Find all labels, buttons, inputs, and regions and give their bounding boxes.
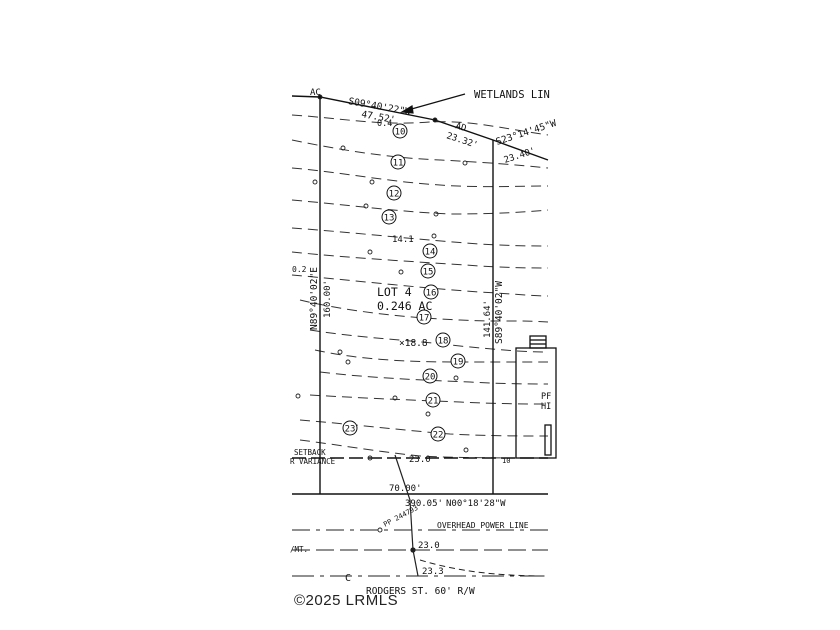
contour-circle (381, 209, 397, 225)
spot-18-8: ×18.8 (399, 338, 428, 349)
centerline-label: C (345, 573, 351, 584)
bearing-top-right: S23°14'45"W (495, 118, 559, 148)
contour-elevation-label: 19 (453, 358, 464, 368)
spot-0-4: 0.4 (377, 119, 392, 129)
variance-label: R VARIANCE (290, 457, 336, 466)
spot-14-1: 14.1 (392, 235, 414, 245)
contour-circle (386, 185, 402, 201)
bearing-left: N89°40'02"E (309, 267, 320, 330)
contour-elevation-label: 13 (384, 214, 395, 224)
neighbor-label-2: HI (541, 402, 551, 412)
contour-circle (425, 392, 441, 408)
contour-circle (390, 154, 406, 170)
contour-circle (416, 309, 432, 325)
dist-right: 141.64' (483, 300, 493, 338)
setback-label: SETBACK (294, 448, 326, 457)
road-lines (292, 454, 549, 577)
dist-top-right: 23.32' (445, 131, 479, 151)
wetlands-line-label: WETLANDS LIN (474, 89, 550, 101)
contour-lines (291, 114, 549, 459)
bearing-right: S89°40'02"W (494, 281, 505, 344)
spot-23-0: 23.0 (418, 541, 440, 551)
spot-23-3: 23.3 (422, 567, 444, 577)
contour-elevation-label: 10 (395, 128, 406, 138)
left-edge-label: 0.2 (292, 265, 307, 274)
right-mark-label: 10 (502, 457, 510, 465)
contour-circle (420, 263, 436, 279)
copyright-watermark: ©2025 LRMLS (294, 592, 399, 609)
contour-circle (430, 426, 446, 442)
frontage-dist: 70.00' (389, 484, 422, 494)
neighbor-structure (515, 335, 557, 459)
dist-left: 160.00' (323, 280, 333, 318)
contour-circle (422, 368, 438, 384)
contour-circle (435, 332, 451, 348)
contour-circle (342, 420, 358, 436)
lot-label: LOT 4 (377, 285, 412, 299)
contour-elevation-label: 18 (438, 337, 449, 347)
contour-elevation-label: 20 (425, 373, 436, 383)
contour-circle (450, 353, 466, 369)
corner-ac-label: AC (310, 88, 321, 98)
survey-points (295, 94, 469, 553)
lot-area: 0.246 AC (377, 299, 432, 313)
contour-elevation-label: 16 (426, 289, 437, 299)
contour-elevation-label: 17 (419, 314, 430, 324)
street-label: RODGERS ST. 60' R/W (366, 586, 475, 597)
corner-ad-label: AD (454, 121, 467, 134)
road-dist: 390.05' (405, 499, 443, 509)
contour-circle (392, 123, 408, 139)
contour-labels: 10 11 12 13 14 15 16 17 18 19 20 21 22 23 (342, 123, 466, 442)
contour-elevation-label: 23 (345, 425, 356, 435)
contour-elevation-label: 12 (389, 190, 400, 200)
easement-label: /MT. (290, 545, 308, 554)
contour-elevation-label: 22 (433, 431, 444, 441)
spot-23-0-top: 23.0 (409, 455, 431, 465)
contour-elevation-label: 21 (428, 397, 439, 407)
contour-elevation-label: 14 (425, 248, 436, 258)
contour-elevation-label: 15 (423, 268, 434, 278)
road-bearing: N00°18'28"W (446, 499, 506, 509)
power-line-label: OVERHEAD POWER LINE (437, 521, 529, 530)
neighbor-label-1: PF (541, 392, 551, 402)
contour-elevation-label: 11 (393, 159, 404, 169)
contour-circle (423, 284, 439, 300)
power-pole-label: PP 244793 (382, 504, 419, 529)
wetlands-arrow (400, 93, 466, 114)
contour-circle (422, 243, 438, 259)
